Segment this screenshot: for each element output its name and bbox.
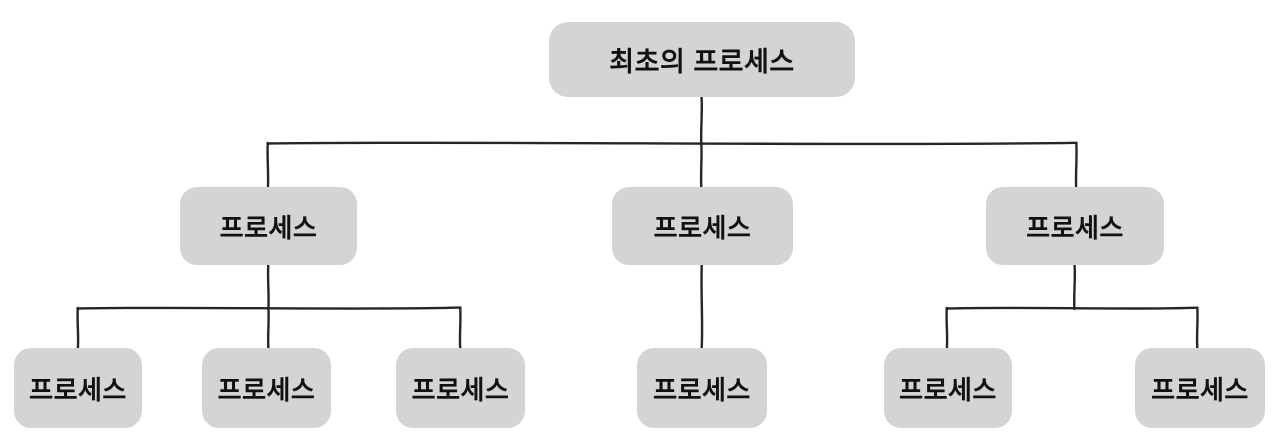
connector-drop-p1c1 (76, 306, 80, 350)
connector-p1-bus (76, 306, 462, 310)
node-initial-process: 최초의 프로세스 (549, 22, 855, 97)
node-process-1-child-1: 프로세스 (14, 348, 142, 428)
connector-p3-stem (1073, 262, 1077, 311)
node-process-3: 프로세스 (986, 187, 1164, 265)
connector-level2-bus (266, 141, 1078, 146)
connector-drop-p1c3 (458, 306, 462, 350)
connector-drop-p1 (266, 141, 270, 191)
connector-p2-stem (700, 262, 704, 350)
node-process-1-child-3: 프로세스 (396, 348, 525, 428)
connector-drop-p3c2 (1195, 306, 1199, 350)
node-process-1: 프로세스 (180, 187, 357, 265)
node-process-2: 프로세스 (612, 187, 793, 265)
node-process-1-child-2: 프로세스 (202, 348, 331, 428)
connector-drop-p3 (1074, 141, 1078, 191)
connector-p3-bus (945, 306, 1199, 310)
connector-p1-stem (266, 262, 270, 311)
node-process-2-child-1: 프로세스 (637, 348, 767, 428)
connector-drop-p1c2 (266, 306, 270, 350)
node-process-3-child-1: 프로세스 (884, 348, 1012, 428)
connector-drop-p3c1 (945, 306, 949, 350)
node-process-3-child-2: 프로세스 (1135, 348, 1265, 428)
connector-root-stem (699, 94, 704, 147)
